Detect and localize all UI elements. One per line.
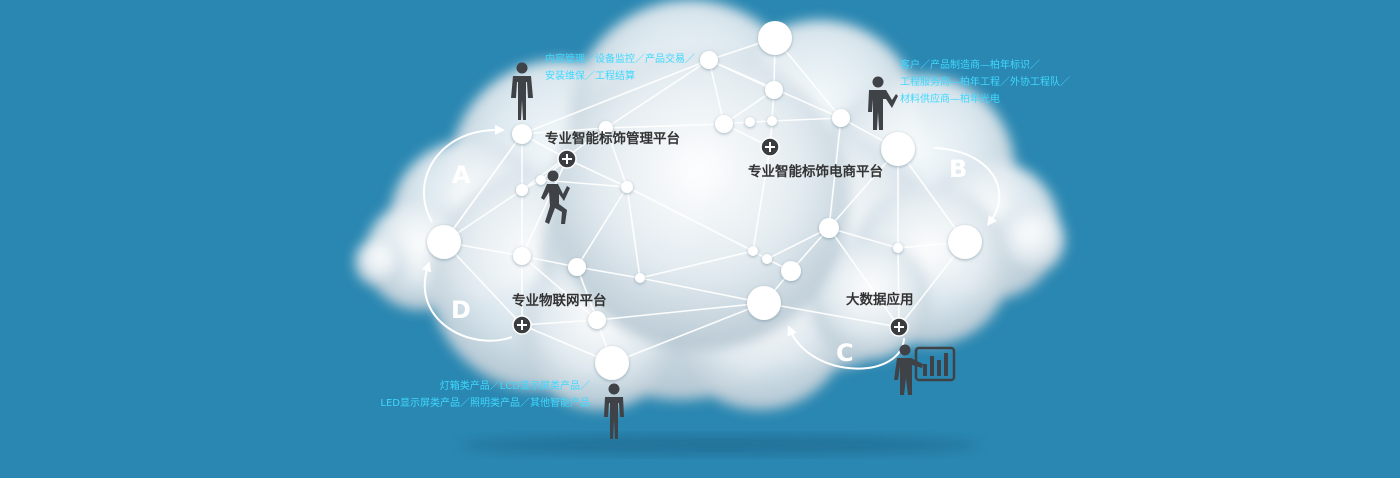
info-top-line2: 安装维保／工程结算 (545, 69, 635, 82)
network-edge (771, 117, 842, 122)
network-edge (639, 277, 765, 304)
network-node (635, 273, 645, 283)
network-edge (521, 127, 607, 135)
info-right-line3: 材料供应商—柏年光电 (900, 92, 1000, 105)
climbing-person-icon (541, 170, 570, 224)
network-edge (596, 302, 765, 321)
network-edge (611, 302, 765, 364)
person-icon (868, 76, 898, 130)
person-icon (604, 383, 624, 439)
network-node (747, 286, 781, 320)
network-node (536, 175, 546, 185)
network-node (758, 21, 792, 55)
network-edge (708, 59, 725, 125)
network-node (762, 254, 772, 264)
network-edge (605, 59, 710, 129)
network-edge (752, 146, 771, 252)
plus-circle-icon[interactable] (512, 315, 532, 335)
network-node (819, 218, 839, 238)
info-top-line1: 内容管理／设备监控／产品交易／ (545, 52, 695, 65)
network-edge (521, 59, 710, 135)
presenting-person-icon (894, 344, 923, 395)
network-edge (605, 123, 725, 129)
cycle-arrow (421, 261, 513, 342)
network-edge (763, 302, 900, 328)
network-node (513, 247, 531, 265)
network-node (568, 258, 586, 276)
network-node (588, 311, 606, 329)
network-edge (521, 255, 578, 268)
cycle-letter-b: B (949, 155, 967, 183)
cycle-arrows (421, 124, 1001, 370)
network-node (832, 109, 850, 127)
network-edge (898, 241, 966, 328)
network-node (748, 246, 758, 256)
network-edge (576, 186, 628, 268)
network-edge (828, 227, 900, 328)
info-right-line2: 工程服务商—柏年工程／外协工程队／ (900, 75, 1070, 88)
platform-label-bigdata: 大数据应用 (846, 291, 914, 308)
network-node (893, 243, 903, 253)
network-node (595, 346, 629, 380)
network-edge (576, 266, 598, 321)
cycle-letter-c: C (836, 339, 854, 367)
network-edge (521, 319, 598, 326)
cycle-arrow (423, 124, 505, 223)
platform-label-ecommerce: 专业智能标饰电商平台 (748, 163, 883, 180)
info-bottom-line2: LED显示屏类产品／照明类产品／其他智能产品 (380, 396, 590, 409)
network-edge (828, 227, 899, 249)
network-edge (828, 117, 842, 229)
network-edge (774, 37, 842, 119)
network-node (765, 81, 783, 99)
network-edge (723, 89, 775, 125)
network-edge (605, 127, 628, 188)
network-edge (521, 255, 598, 321)
network-edge (626, 186, 641, 279)
network-node (715, 115, 733, 133)
cycle-arrow (933, 147, 1001, 227)
network-nodes (427, 21, 982, 380)
network-node (781, 261, 801, 281)
network-node (516, 184, 528, 196)
network-edge (828, 148, 899, 229)
ground-shadow (460, 435, 980, 455)
plus-circle-icon[interactable] (889, 317, 909, 337)
network-edge (443, 133, 523, 243)
network-node (512, 124, 532, 144)
network-edge (639, 250, 754, 279)
bar-chart-board-icon (914, 346, 956, 382)
network-edge (540, 179, 628, 188)
cloud-puff (995, 205, 1065, 275)
network-node (767, 116, 777, 126)
person-icon (511, 62, 533, 120)
network-edge (897, 247, 900, 328)
plus-circle-icon[interactable] (760, 137, 780, 157)
network-node (621, 181, 633, 193)
info-bottom-line1: 灯箱类产品／LCD显示屏类产品／ (440, 379, 590, 392)
network-node (427, 225, 461, 259)
network-node (745, 117, 755, 127)
network-edge (521, 158, 568, 257)
network-edge (897, 148, 966, 243)
cycle-letter-d: D (451, 296, 471, 324)
network-edge (443, 241, 523, 326)
network-edge (566, 158, 628, 188)
platform-label-management: 专业智能标饰管理平台 (545, 130, 680, 147)
cycle-letter-a: A (452, 161, 471, 189)
plus-circle-icon[interactable] (557, 149, 577, 169)
network-edge (626, 186, 754, 252)
network-node (948, 225, 982, 259)
info-right-line1: 客户／产品制造商—柏年标识／ (900, 58, 1040, 71)
network-edge (576, 266, 641, 279)
cloud-puff (355, 237, 405, 287)
network-node (599, 121, 613, 135)
network-edge (766, 227, 830, 260)
network-node (881, 132, 915, 166)
network-node (700, 51, 718, 69)
cycle-arrow (787, 325, 905, 370)
platform-label-iot: 专业物联网平台 (512, 292, 607, 309)
